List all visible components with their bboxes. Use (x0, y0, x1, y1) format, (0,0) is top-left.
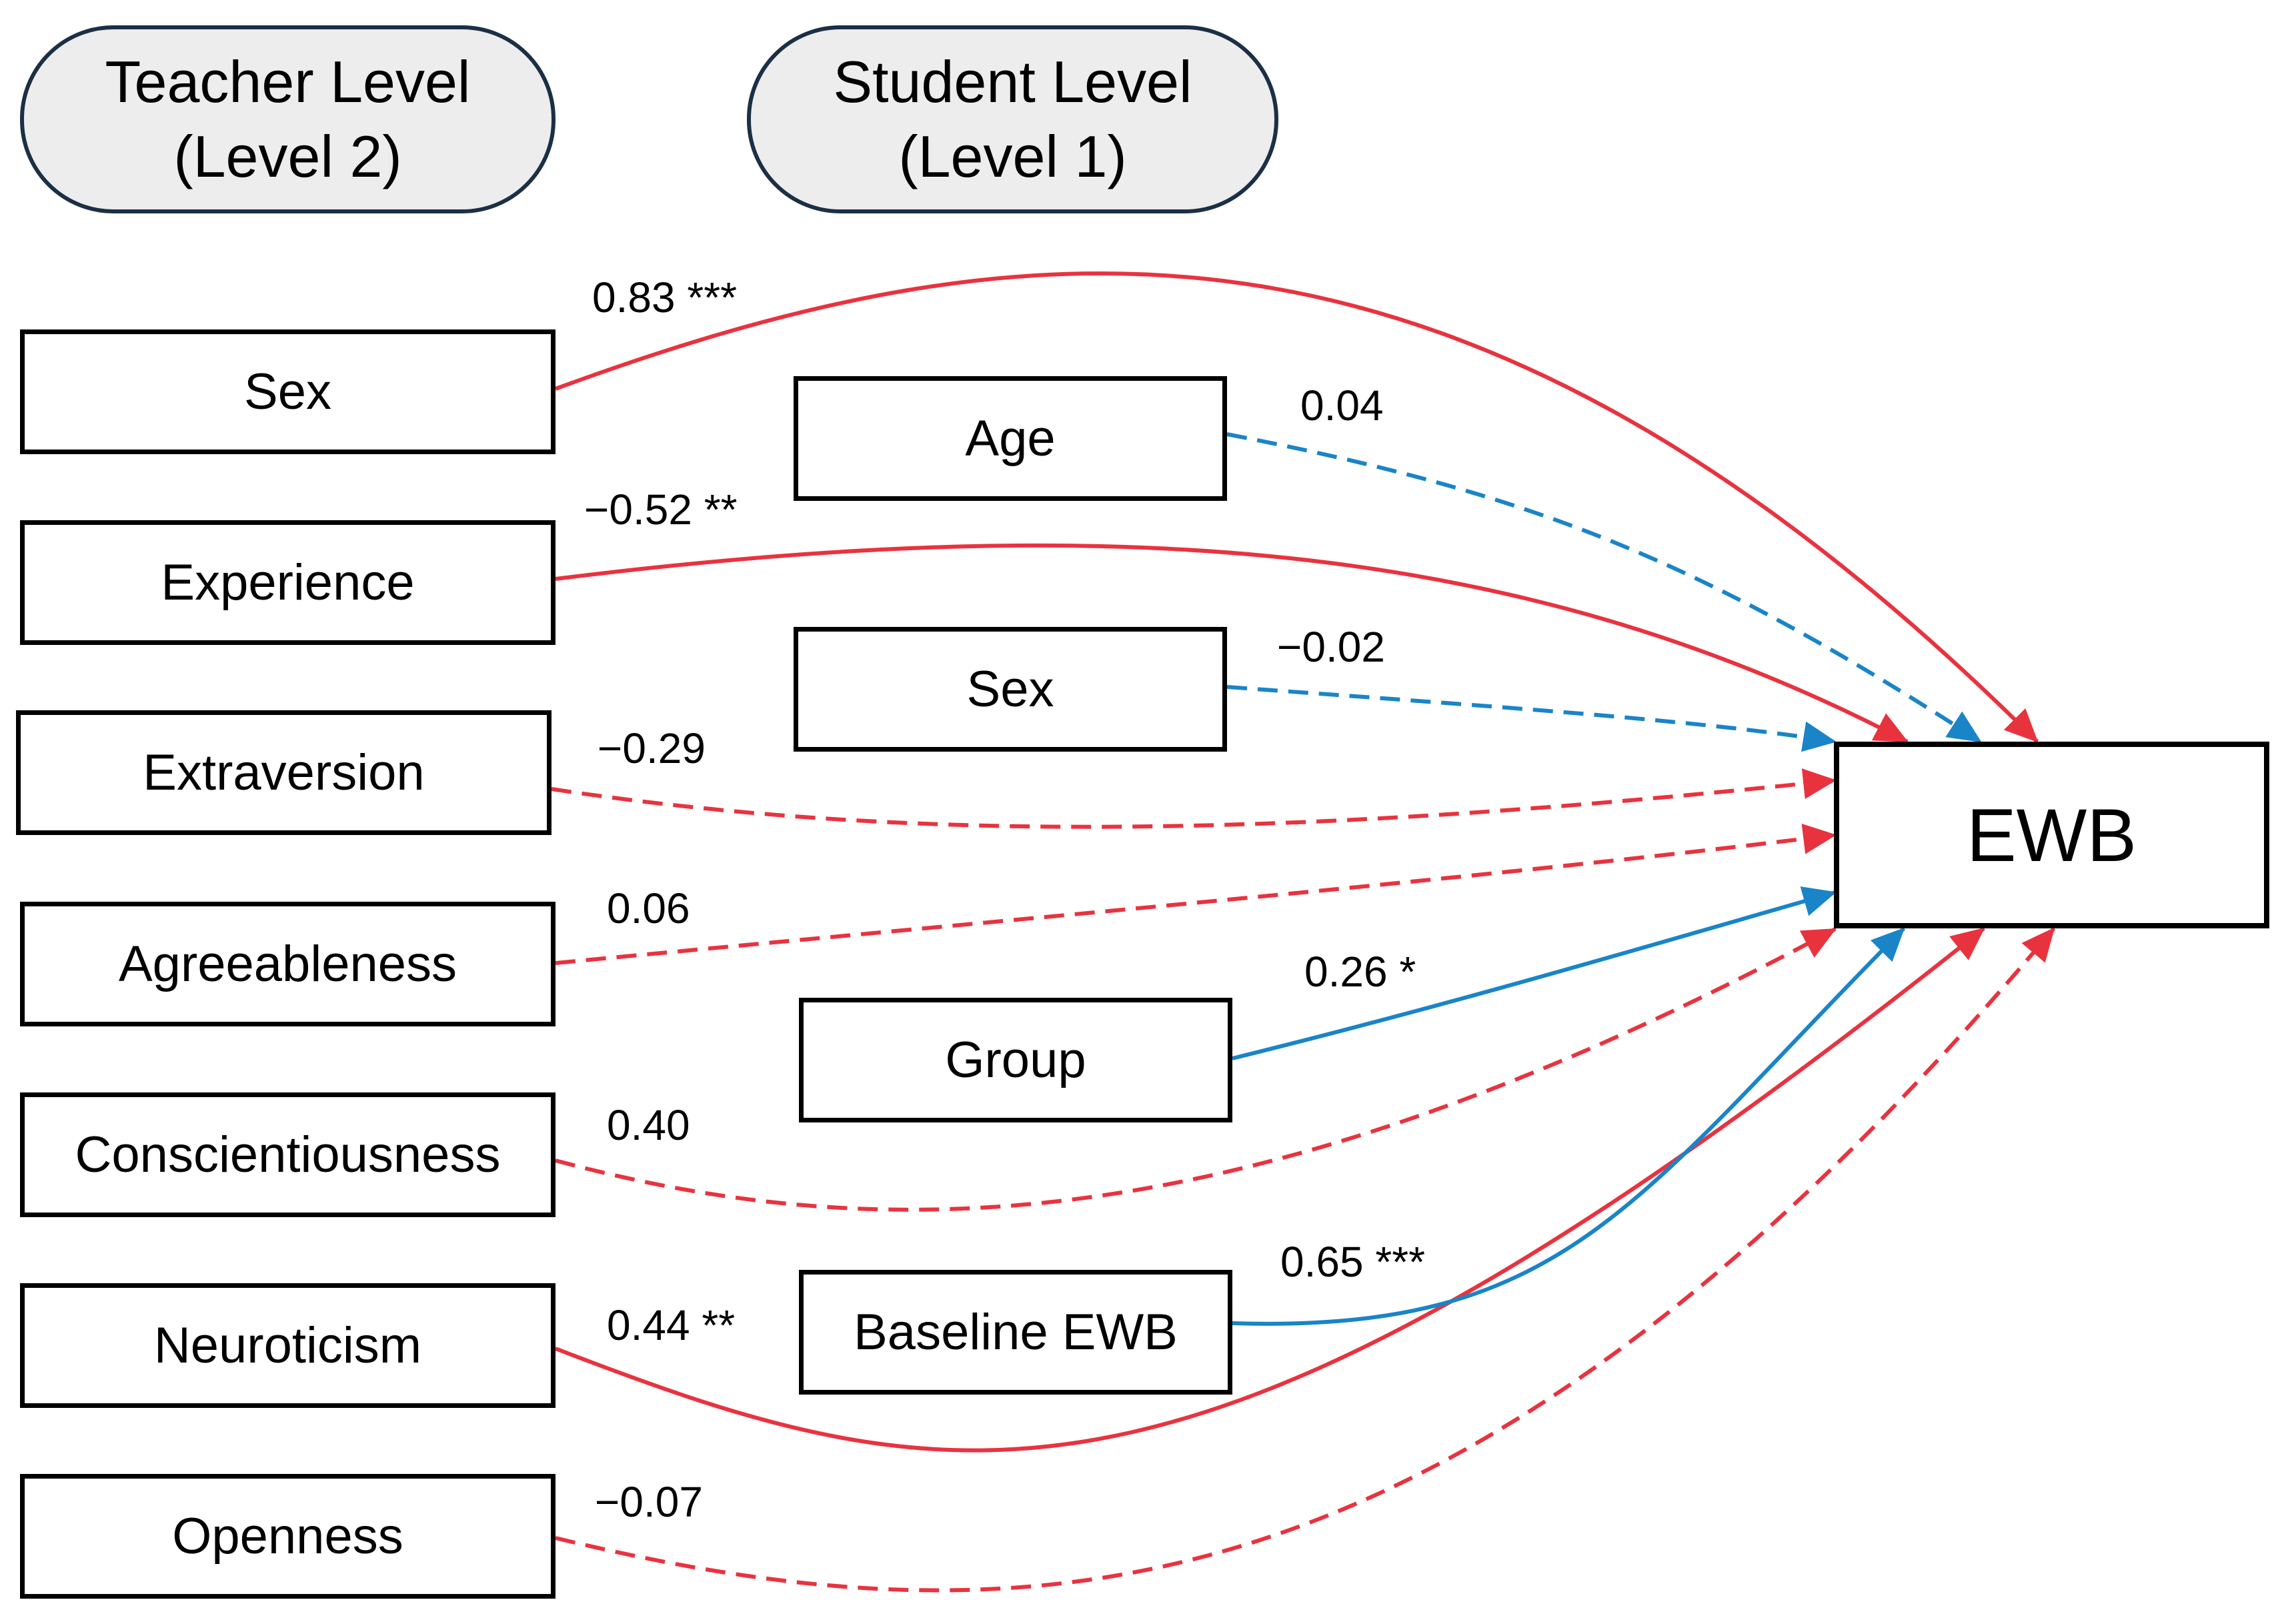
teacher-level-header: Teacher Level (Level 2) (20, 25, 555, 213)
teacher-sex-label: Sex (244, 363, 331, 420)
neuroticism-label: Neuroticism (153, 1317, 422, 1374)
coef-neuroticism: 0.44 ** (607, 1301, 736, 1349)
group-label: Group (945, 1032, 1086, 1088)
path-conscientiousness-to-ewb (555, 927, 1837, 1212)
coef-conscientiousness: 0.40 (607, 1101, 690, 1149)
student-sex-box: Sex (794, 627, 1227, 752)
coef-baseline: 0.65 *** (1280, 1238, 1426, 1286)
coef-extraversion: −0.29 (598, 724, 706, 772)
student-level-header: Student Level (Level 1) (747, 25, 1278, 213)
coef-experience: −0.52 ** (584, 486, 738, 534)
ewb-outcome-label: EWB (1966, 793, 2137, 877)
path-experience-to-ewb (555, 543, 1909, 744)
path-agreeableness-to-ewb (555, 824, 1837, 965)
openness-box: Openness (20, 1474, 555, 1599)
coef-teacher-sex: 0.83 *** (592, 273, 738, 321)
neuroticism-box: Neuroticism (20, 1283, 555, 1408)
conscientiousness-label: Conscientiousness (75, 1126, 501, 1183)
baseline-ewb-label: Baseline EWB (854, 1304, 1178, 1361)
experience-label: Experience (161, 554, 415, 611)
age-box: Age (794, 376, 1227, 501)
teacher-sex-box: Sex (20, 329, 555, 454)
extraversion-box: Extraversion (16, 710, 551, 835)
teacher-level-subtitle: (Level 2) (173, 123, 402, 189)
path-extraversion-to-ewb (551, 768, 1837, 829)
path-openness-to-ewb (555, 927, 2056, 1593)
agreeableness-label: Agreeableness (118, 936, 457, 992)
path-baseline-to-ewb (1232, 926, 1906, 1326)
group-box: Group (799, 998, 1232, 1122)
student-level-subtitle: (Level 1) (898, 123, 1127, 189)
age-label: Age (965, 410, 1056, 467)
coef-agreeableness: 0.06 (607, 884, 690, 932)
experience-box: Experience (20, 520, 555, 645)
path-teacher-sex-to-ewb (554, 271, 2039, 744)
coef-age: 0.04 (1300, 381, 1384, 430)
coef-openness: −0.07 (595, 1478, 703, 1526)
coef-group: 0.26 * (1304, 948, 1416, 996)
path-neuroticism-to-ewb (554, 926, 1985, 1453)
ewb-outcome-box: EWB (1834, 742, 2269, 928)
coef-student-sex: −0.02 (1277, 623, 1385, 671)
conscientiousness-box: Conscientiousness (20, 1092, 555, 1217)
teacher-level-title: Teacher Level (105, 49, 471, 115)
student-level-title: Student Level (833, 49, 1192, 115)
path-group-to-ewb (1232, 886, 1837, 1060)
agreeableness-box: Agreeableness (20, 902, 555, 1026)
path-age-to-ewb (1226, 432, 1982, 744)
baseline-ewb-box: Baseline EWB (799, 1270, 1232, 1395)
path-student-sex-to-ewb (1226, 685, 1837, 752)
student-sex-label: Sex (966, 661, 1054, 718)
extraversion-label: Extraversion (143, 744, 425, 801)
openness-label: Openness (172, 1508, 403, 1565)
